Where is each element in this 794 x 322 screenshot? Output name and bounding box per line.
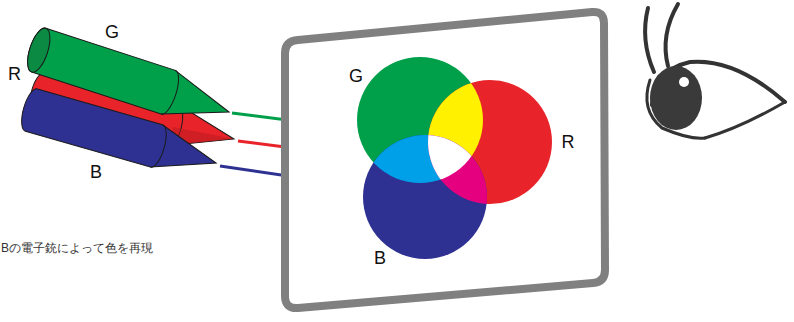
white-overlap [363, 135, 487, 259]
gun-label: G [105, 23, 119, 41]
magenta-overlap [363, 135, 487, 259]
circle-label: R [562, 133, 575, 151]
screen-frame [285, 12, 605, 308]
circle-label: B [374, 249, 386, 267]
circle-label: G [349, 67, 363, 85]
gun-label: B [90, 163, 102, 181]
gun-label: R [8, 65, 21, 83]
cyan-overlap [363, 135, 487, 259]
eye [645, 4, 785, 138]
blue-circle [363, 135, 487, 259]
caption-text: Bの電子銃によって色を再現 [1, 242, 153, 254]
green-gun [23, 26, 236, 134]
